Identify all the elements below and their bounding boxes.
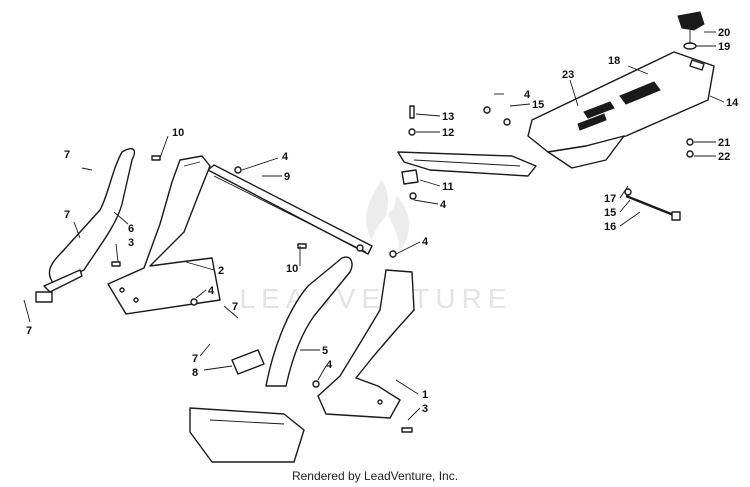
- callout-1: 1: [422, 389, 428, 401]
- callout-14: 14: [726, 97, 739, 109]
- callout-7: 7: [192, 353, 198, 365]
- callout-17: 17: [604, 193, 616, 205]
- callout-23: 23: [562, 69, 574, 81]
- callout-3: 3: [422, 403, 428, 415]
- fasteners: [111, 105, 694, 433]
- part-2-bracket: [107, 155, 221, 315]
- callout-5: 5: [322, 345, 328, 357]
- watermark-text: LEADVENTURE: [240, 283, 513, 314]
- callout-4: 4: [524, 89, 531, 101]
- callout-4: 4: [326, 359, 333, 371]
- callout-20: 20: [718, 27, 730, 39]
- part-8-bracket: [231, 349, 265, 375]
- part-14-housing: [527, 51, 715, 169]
- callout-10: 10: [172, 127, 184, 139]
- part-9-cross-bar: [207, 164, 373, 255]
- callout-22: 22: [718, 151, 730, 163]
- callout-7: 7: [26, 325, 32, 337]
- callout-21: 21: [718, 137, 730, 149]
- callout-9: 9: [284, 171, 290, 183]
- callout-13: 13: [442, 111, 454, 123]
- callout-2: 2: [218, 265, 224, 277]
- part-5-panel: [265, 256, 353, 387]
- leader-lines: [23, 31, 725, 421]
- watermark: LEADVENTURE: [240, 180, 513, 314]
- callout-4: 4: [422, 236, 429, 248]
- part-16-bolt: [625, 194, 681, 221]
- callout-8: 8: [192, 367, 198, 379]
- part-6-side-panel: [35, 148, 136, 303]
- callout-15: 15: [604, 207, 616, 219]
- callout-10: 10: [286, 263, 298, 275]
- part-lower-plate: [189, 407, 305, 463]
- credit-text: Rendered by LeadVenture, Inc.: [291, 469, 459, 483]
- callout-7: 7: [64, 209, 70, 221]
- callout-11: 11: [442, 181, 454, 193]
- callout-19: 19: [718, 41, 730, 53]
- callout-12: 12: [442, 127, 454, 139]
- callout-4: 4: [282, 151, 289, 163]
- part-11-linkage: [397, 151, 537, 185]
- callout-3: 3: [128, 237, 134, 249]
- part-1-bracket: [317, 269, 415, 419]
- callout-18: 18: [608, 55, 620, 67]
- watermark-flame-icon: [366, 180, 410, 252]
- callout-7: 7: [232, 301, 238, 313]
- callout-15: 15: [532, 99, 544, 111]
- callout-6: 6: [128, 223, 134, 235]
- callout-16: 16: [604, 221, 616, 233]
- callout-4: 4: [208, 285, 215, 297]
- callout-labels: 20 19 18 23 14 4 15 13 12 21 22 10 4 9 1…: [26, 27, 739, 415]
- callout-7: 7: [64, 149, 70, 161]
- part-20-knob: [677, 11, 705, 50]
- callout-4: 4: [440, 199, 447, 211]
